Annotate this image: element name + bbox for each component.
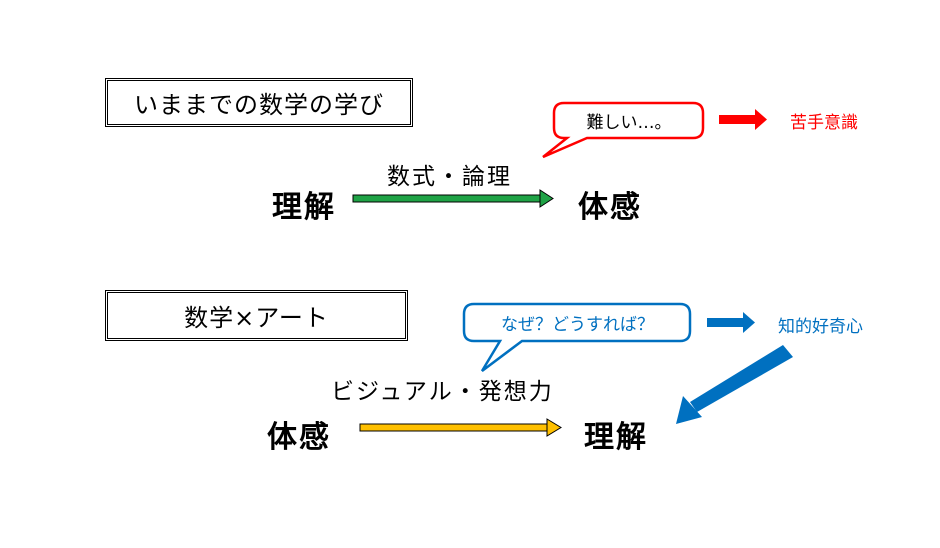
speech-bubble-red: [542, 101, 705, 159]
section2-to-label: 理解: [584, 420, 648, 455]
section2-result-label: 知的好奇心: [778, 317, 863, 337]
section1-title: いままでの数学の学び: [134, 91, 384, 119]
section1-result-label: 苦手意識: [790, 113, 858, 133]
section2-from: 体感: [267, 412, 331, 456]
section1-arrow-text: 数式・論理: [387, 164, 512, 190]
green-arrow: [352, 189, 554, 208]
section2-title: 数学×アート: [184, 304, 329, 332]
blue-arrow-right: [707, 312, 755, 333]
section1-from: 理解: [272, 182, 336, 226]
red-arrow: [719, 109, 767, 130]
section1-arrow-label: 数式・論理: [387, 157, 512, 191]
section1-to: 体感: [578, 182, 642, 226]
section2-bubble-text: なぜ？どうすれば？: [466, 305, 689, 340]
section1-from-label: 理解: [272, 190, 336, 225]
section1-to-label: 体感: [578, 190, 642, 225]
section2-to: 理解: [584, 412, 648, 456]
section1-result: 苦手意識: [790, 108, 858, 133]
yellow-arrow: [359, 418, 562, 437]
section2-arrow-label: ビジュアル・発想力: [331, 372, 554, 406]
section1-bubble-text: 難しい…。: [556, 104, 702, 137]
section1-title-box: いままでの数学の学び: [105, 78, 413, 127]
blue-arrow-diagonal: [676, 345, 793, 424]
section1-bubble-label: 難しい…。: [586, 113, 672, 133]
section2-bubble-label: なぜ？どうすれば？: [501, 315, 654, 335]
section2-result: 知的好奇心: [778, 312, 863, 337]
section2-from-label: 体感: [267, 420, 331, 455]
section2-title-box: 数学×アート: [105, 290, 408, 341]
section2-arrow-text: ビジュアル・発想力: [331, 379, 554, 405]
speech-bubble-blue: [462, 302, 692, 372]
